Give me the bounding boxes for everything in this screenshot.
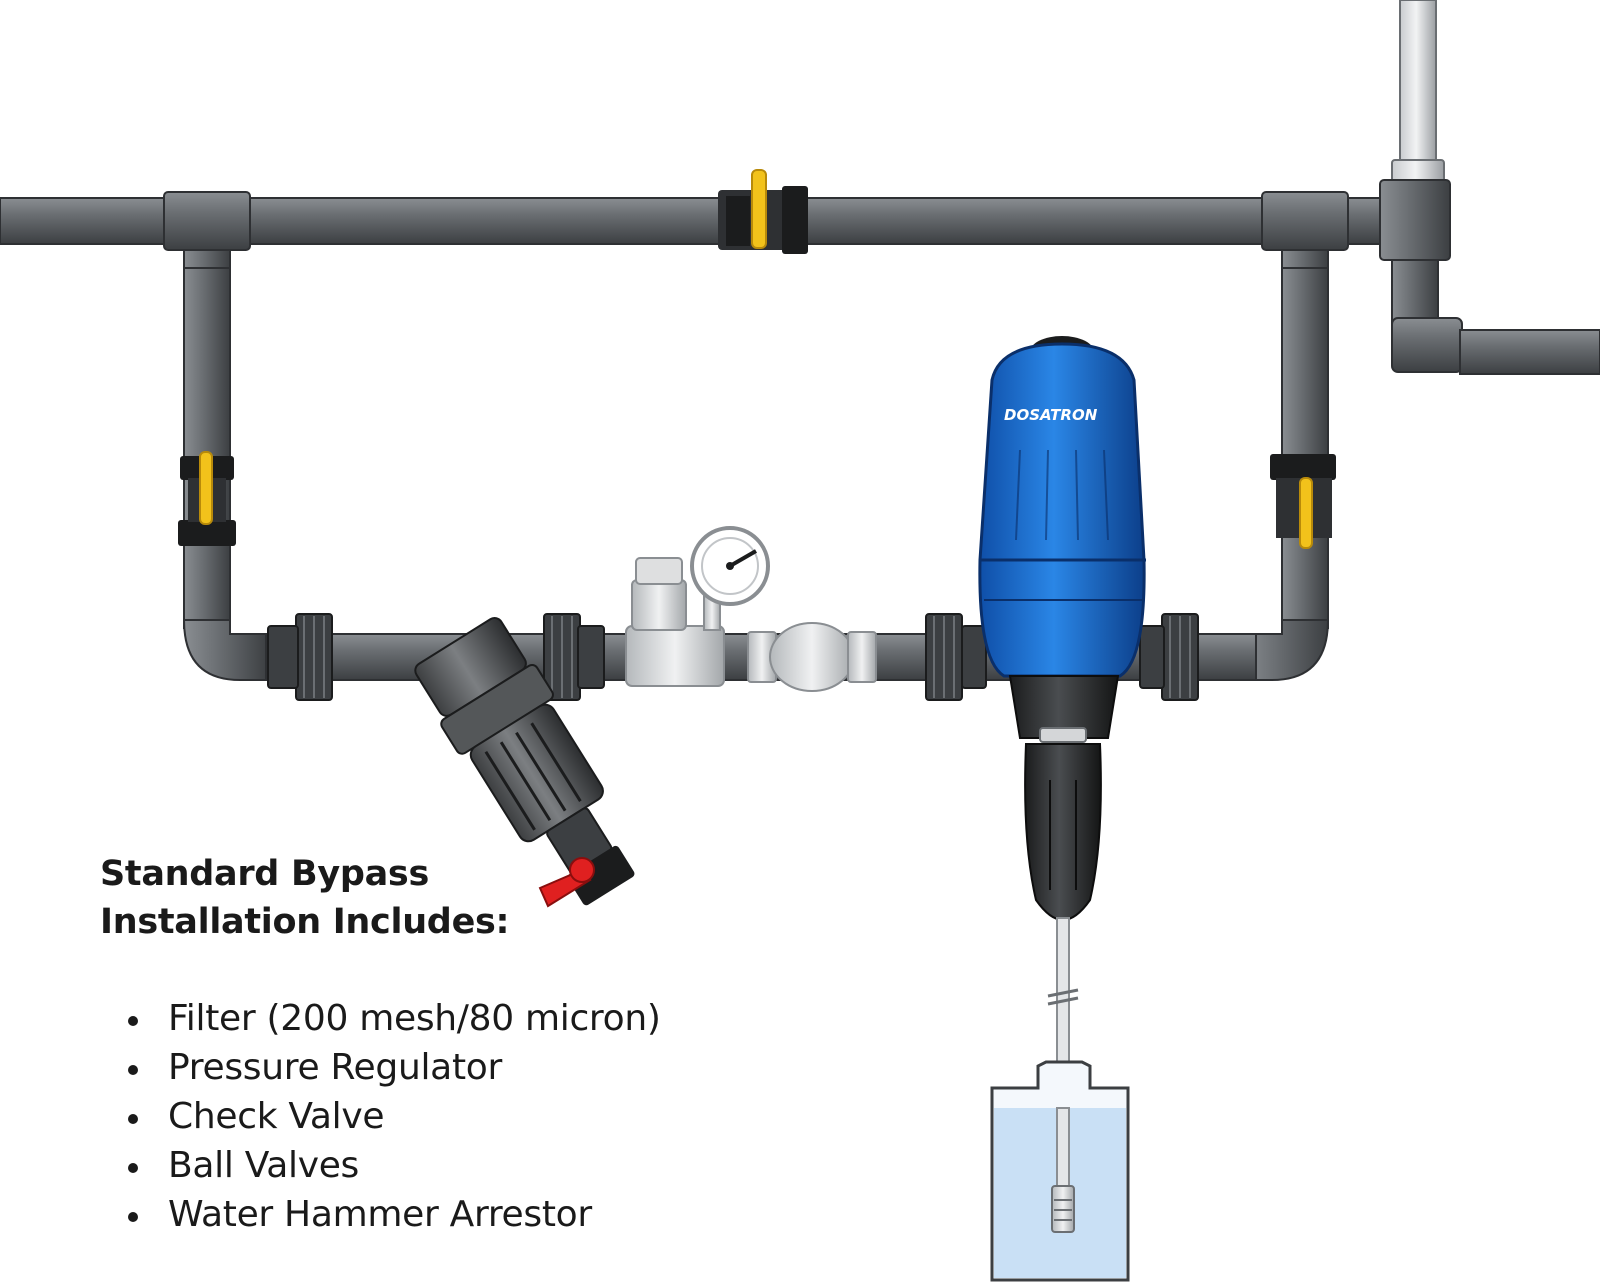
- supply-riser: [1379, 0, 1600, 375]
- list-item: Water Hammer Arrestor: [128, 1190, 720, 1239]
- outlet-vertical-pipe: [1239, 267, 1330, 681]
- tee-fitting-right: [1261, 191, 1349, 271]
- inlet-ball-valve: [178, 451, 236, 546]
- pressure-regulator: [625, 526, 770, 687]
- list-item: Filter (200 mesh/80 micron): [128, 994, 720, 1043]
- caption-heading-line1: Standard Bypass: [100, 854, 429, 894]
- dosatron-logo: DOSATRON: [1004, 406, 1098, 424]
- union-ribs: [303, 616, 1191, 698]
- tee-fitting-left: [163, 191, 251, 271]
- dosatron-injector: DOSATRON: [978, 336, 1146, 922]
- inlet-vertical-pipe: [182, 267, 269, 681]
- installation-caption: Standard Bypass Installation Includes: F…: [100, 850, 720, 1239]
- caption-heading: Standard Bypass Installation Includes:: [100, 850, 720, 946]
- drain-valve-handle: [538, 857, 595, 908]
- component-list: Filter (200 mesh/80 micron) Pressure Reg…: [100, 994, 720, 1239]
- list-item: Ball Valves: [128, 1141, 720, 1190]
- list-item: Check Valve: [128, 1092, 720, 1141]
- caption-heading-line2: Installation Includes:: [100, 902, 510, 942]
- pressure-gauge-icon: [690, 526, 770, 606]
- check-valve: [747, 622, 877, 692]
- y-filter: [414, 617, 635, 908]
- chemical-tank: [990, 1060, 1130, 1282]
- bypass-ball-valve: [718, 169, 808, 254]
- list-item: Pressure Regulator: [128, 1043, 720, 1092]
- outlet-ball-valve: [1270, 454, 1336, 549]
